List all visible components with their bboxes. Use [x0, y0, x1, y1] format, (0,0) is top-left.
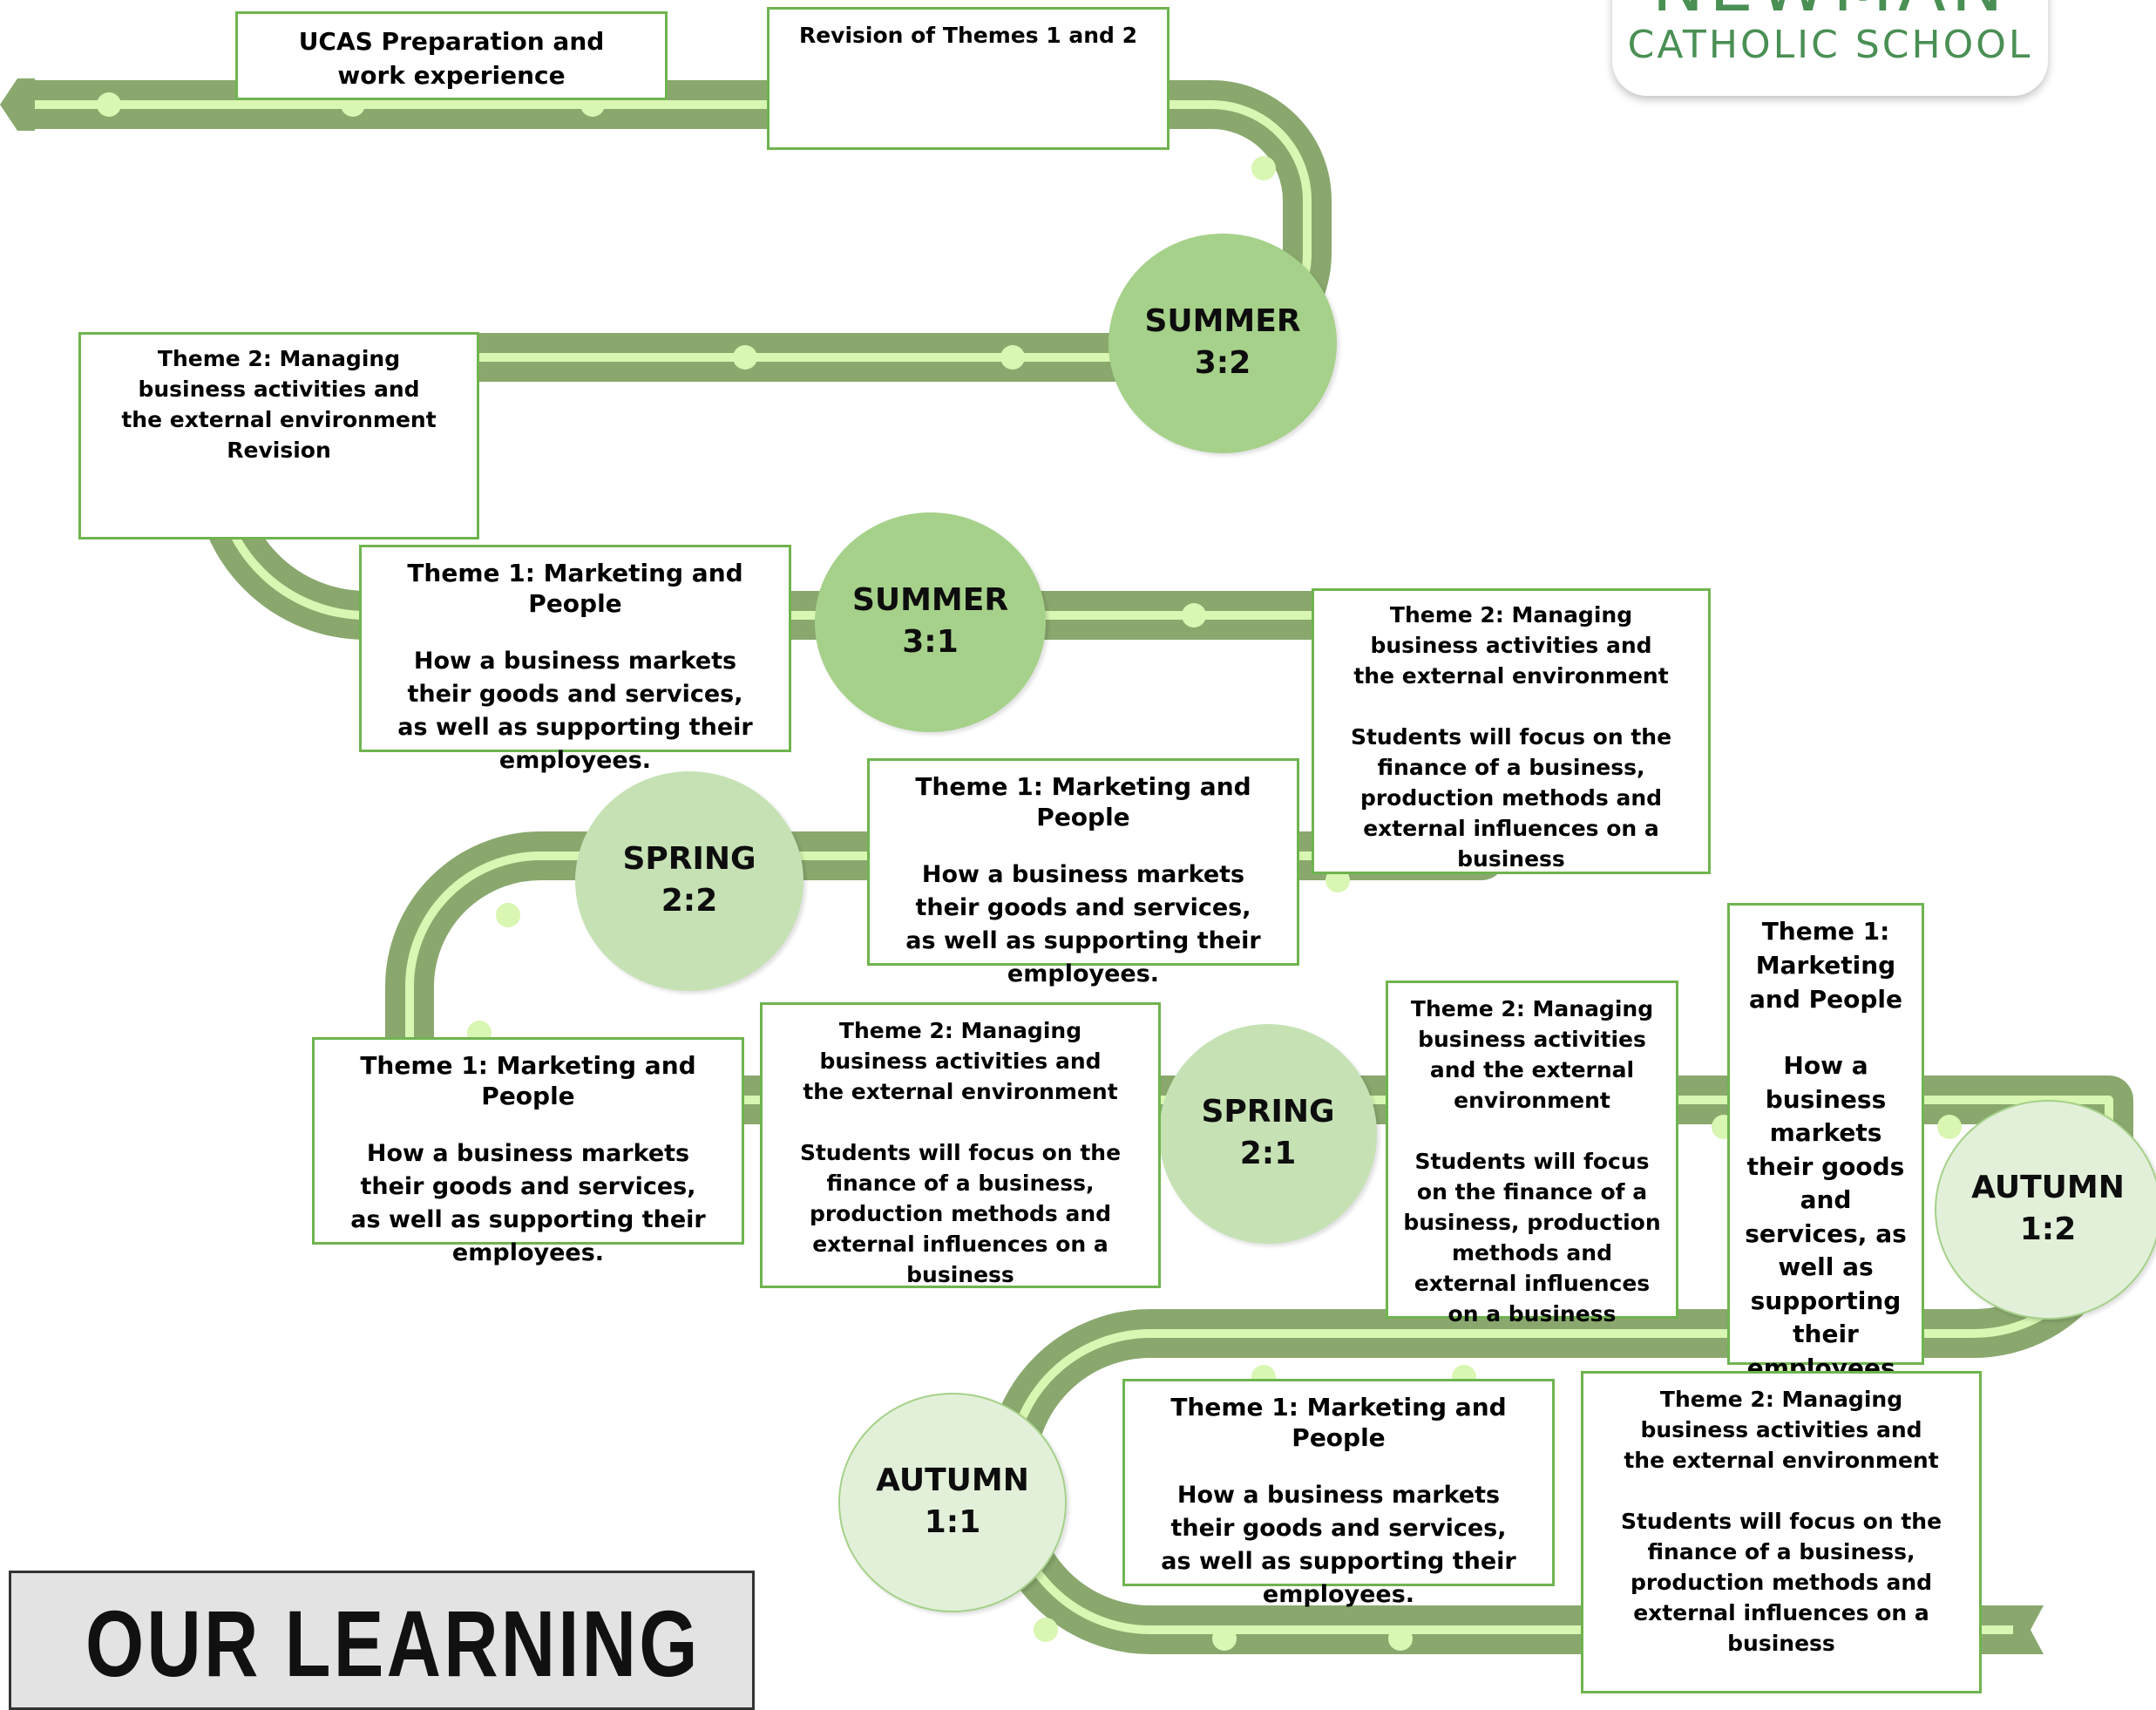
- box-theme2-autumn-1-1: Theme 2: Managing business activities an…: [1581, 1371, 1982, 1693]
- box-body: How a business markets their goods and s…: [397, 648, 753, 774]
- stage-season: AUTUMN: [1971, 1170, 2125, 1205]
- box-body: Students will focus on the finance of a …: [1403, 1149, 1661, 1327]
- box-body: Students will focus on the finance of a …: [1620, 1509, 1942, 1656]
- stage-number: 3:2: [1194, 345, 1251, 381]
- stage-number: 3:1: [902, 624, 959, 660]
- stage-spring-2-1: SPRING 2:1: [1159, 1024, 1377, 1244]
- box-theme2-summer: Theme 2: Managing business activities an…: [1312, 588, 1711, 874]
- stage-season: SUMMER: [1144, 303, 1301, 339]
- box-body: Students will focus on the finance of a …: [799, 1140, 1122, 1287]
- box-theme1-autumn-1-2: Theme 1: Marketing and People How a busi…: [1727, 903, 1924, 1382]
- box-title: Revision of Themes 1 and 2: [798, 23, 1138, 48]
- stage-autumn-1-2: AUTUMN 1:2: [1935, 1100, 2156, 1320]
- stage-number: 2:2: [661, 883, 718, 919]
- box-title: Theme 1: Marketing and People: [407, 559, 743, 618]
- box-body: How a business markets their goods and s…: [350, 1140, 706, 1266]
- box-body: How a business markets their goods and s…: [905, 861, 1261, 987]
- box-body: How a business markets their goods and s…: [1745, 1051, 1907, 1382]
- box-title: Theme 2: Managing business activities an…: [1353, 602, 1669, 689]
- stage-number: 2:1: [1239, 1136, 1297, 1171]
- stage-autumn-1-1: AUTUMN 1:1: [838, 1393, 1067, 1612]
- box-theme1-summer: Theme 1: Marketing and People How a busi…: [359, 545, 791, 774]
- box-theme2-revision: Theme 2: Managing business activities an…: [78, 332, 479, 539]
- stage-number: 1:2: [2019, 1211, 2077, 1247]
- box-title: UCAS Preparation and work experience: [298, 27, 605, 90]
- stage-summer-3-1: SUMMER 3:1: [815, 512, 1046, 732]
- box-theme2-spring-2-1: Theme 2: Managing business activities an…: [760, 1002, 1161, 1288]
- stage-season: AUTUMN: [876, 1462, 1029, 1498]
- box-ucas-preparation: UCAS Preparation and work experience: [235, 11, 668, 100]
- box-theme2-autumn-1-2: Theme 2: Managing business activities an…: [1386, 981, 1678, 1327]
- box-theme1-autumn-1-1: Theme 1: Marketing and People How a busi…: [1122, 1379, 1555, 1608]
- box-theme1-spring-2-2: Theme 1: Marketing and People How a busi…: [867, 758, 1299, 987]
- box-title: Theme 1: Marketing and People: [915, 772, 1251, 831]
- box-title: Theme 2: Managing business activities an…: [1410, 996, 1654, 1113]
- our-learning-banner: OUR LEARNING: [9, 1571, 755, 1710]
- banner-text: OUR LEARNING: [85, 1591, 701, 1696]
- road-arrow-head: [2013, 1605, 2044, 1654]
- box-extra: Revision: [227, 438, 331, 463]
- box-body: How a business markets their goods and s…: [1161, 1482, 1516, 1608]
- logo-name: NEWMAN: [1612, 0, 2048, 22]
- stage-number: 1:1: [924, 1504, 981, 1540]
- stage-season: SUMMER: [851, 582, 1009, 618]
- road-arrow-tail: [0, 78, 35, 131]
- stage-spring-2-2: SPRING 2:2: [575, 771, 803, 991]
- stage-season: SPRING: [622, 841, 756, 877]
- logo-subtitle: CATHOLIC SCHOOL: [1627, 23, 2033, 67]
- box-title: Theme 1: Marketing and People: [1749, 917, 1902, 1014]
- box-title: Theme 2: Managing business activities an…: [121, 346, 437, 432]
- box-title: Theme 1: Marketing and People: [360, 1051, 696, 1110]
- box-body: Students will focus on the finance of a …: [1350, 724, 1672, 872]
- box-title: Theme 1: Marketing and People: [1170, 1393, 1507, 1452]
- stage-season: SPRING: [1201, 1094, 1335, 1130]
- school-logo: NEWMAN CATHOLIC SCHOOL: [1612, 0, 2048, 96]
- box-revision-themes: Revision of Themes 1 and 2: [767, 7, 1170, 150]
- box-title: Theme 2: Managing business activities an…: [803, 1018, 1118, 1104]
- stage-summer-3-2: SUMMER 3:2: [1109, 234, 1337, 453]
- box-theme1-spring-2-1: Theme 1: Marketing and People How a busi…: [312, 1037, 744, 1266]
- box-title: Theme 2: Managing business activities an…: [1624, 1387, 1939, 1473]
